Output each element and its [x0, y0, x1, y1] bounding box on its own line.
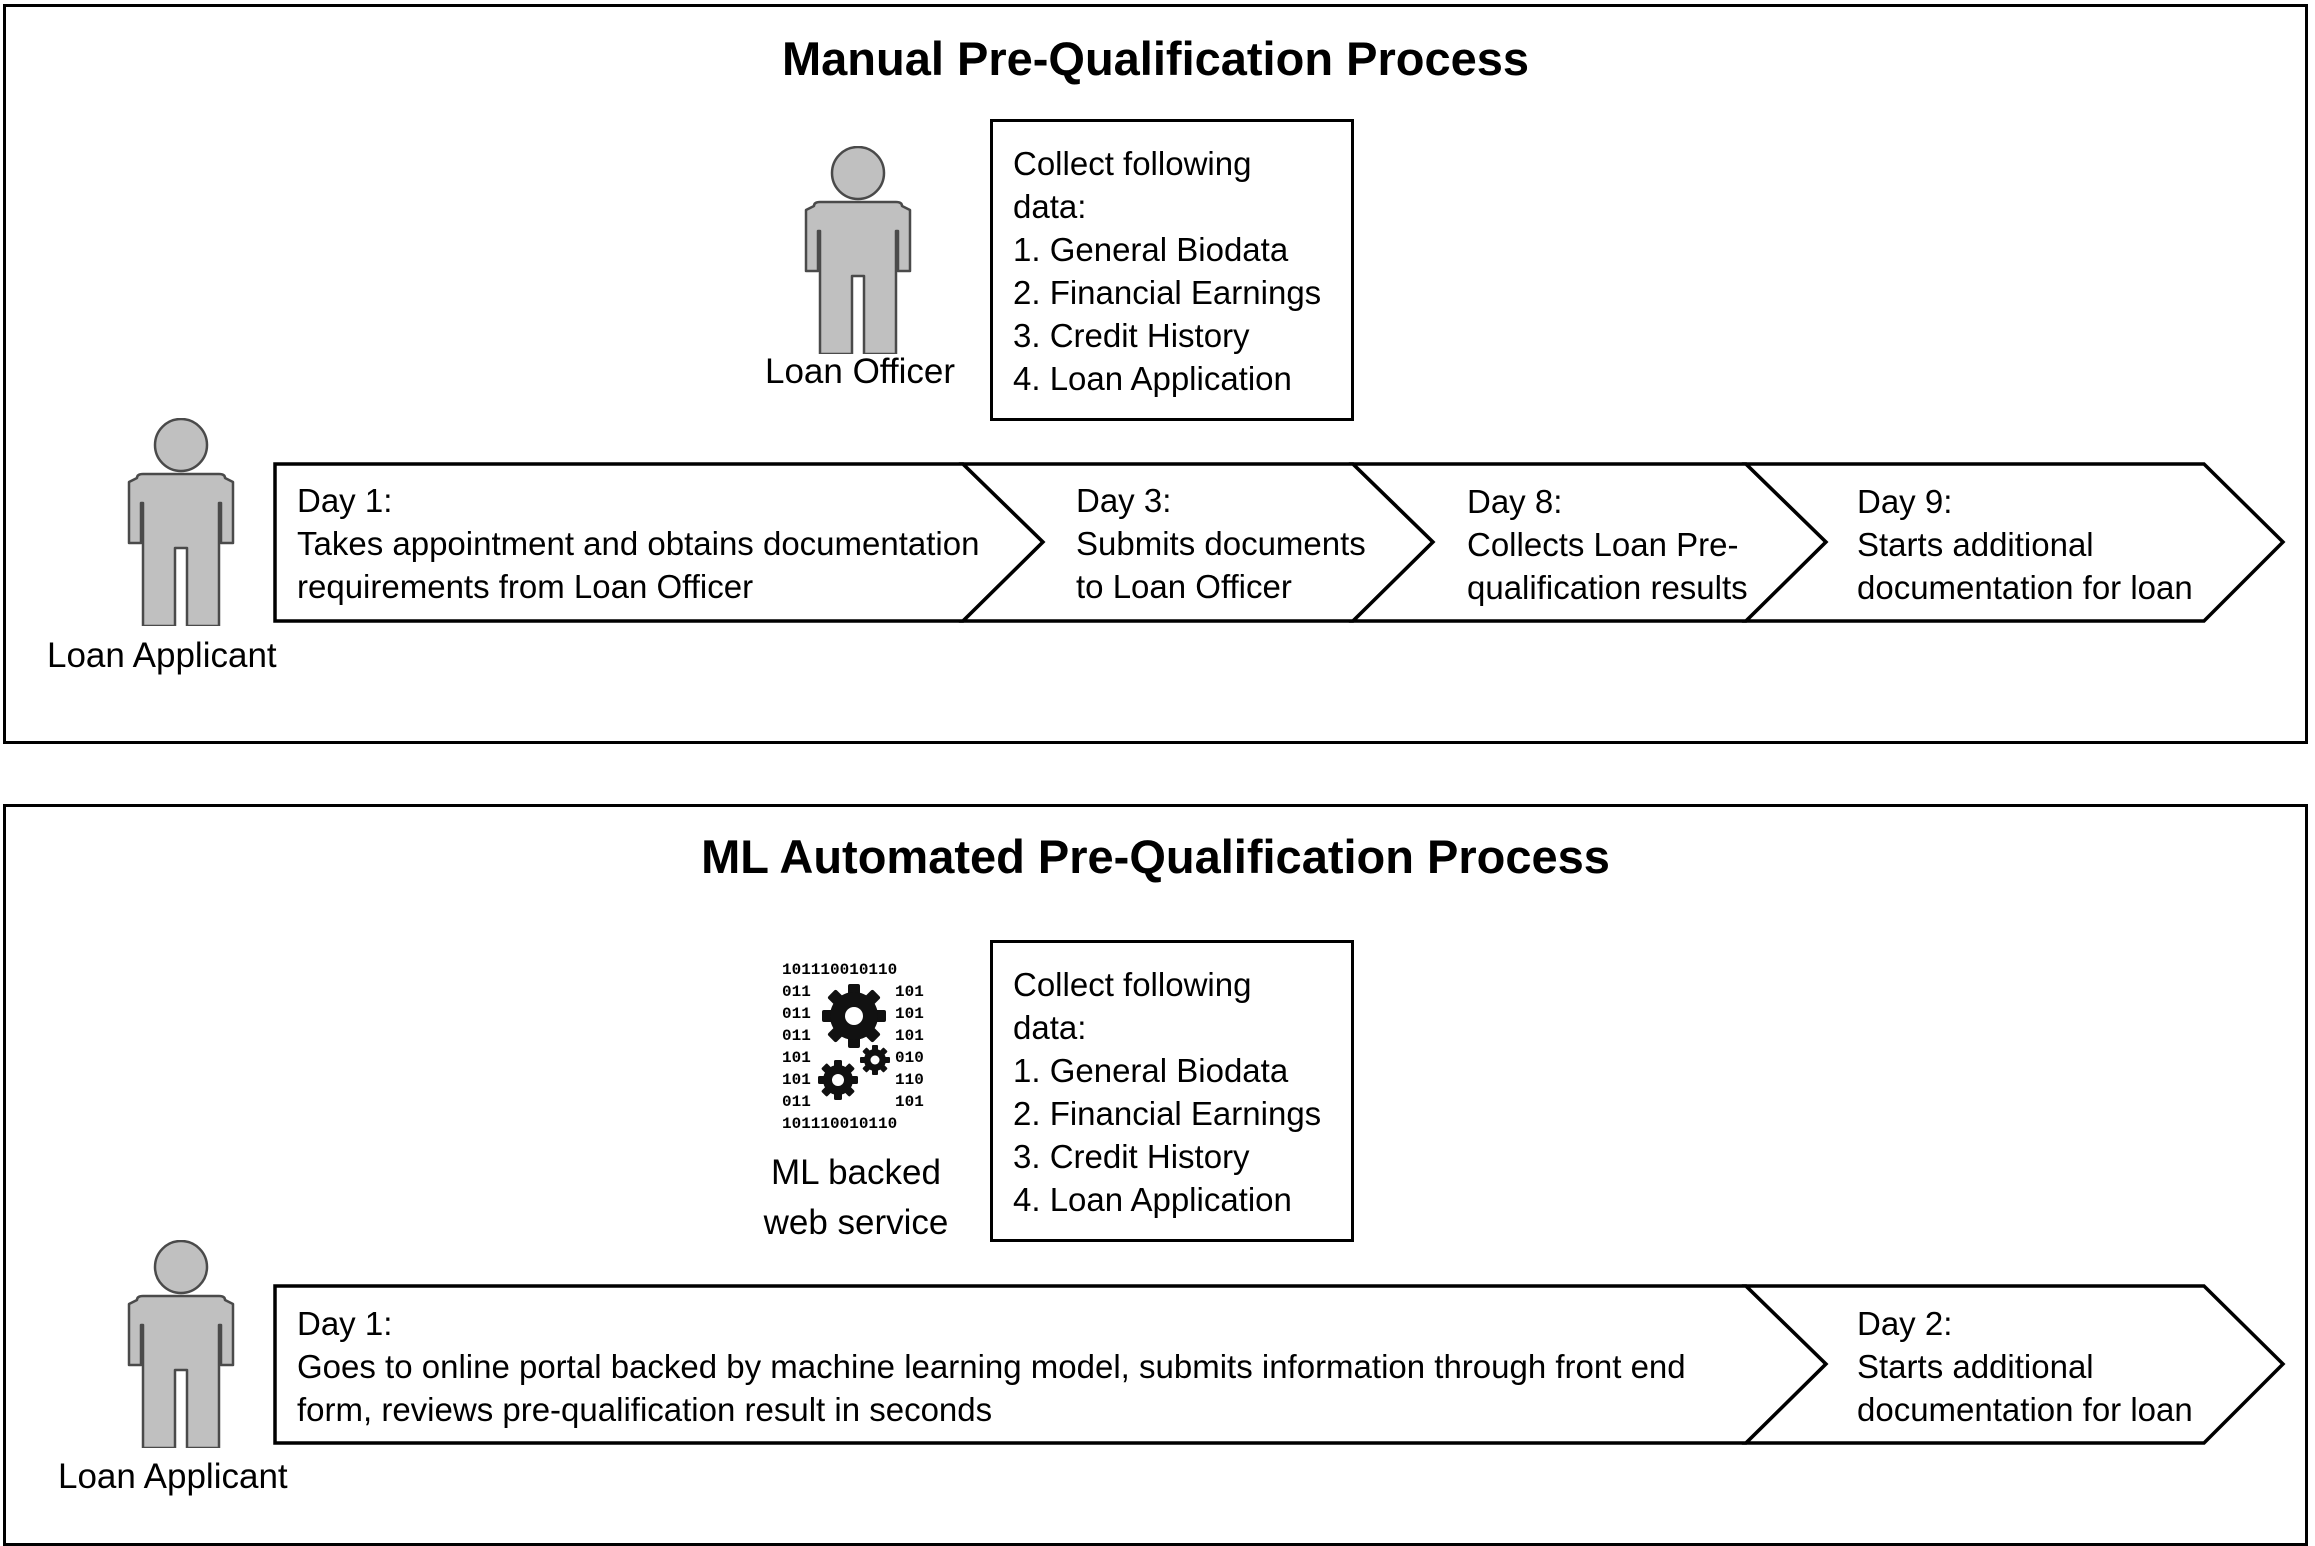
ml-service-label-line: web service — [763, 1203, 949, 1242]
svg-text:011: 011 — [782, 983, 811, 1001]
data-box-line: 1. General Biodata — [1013, 231, 1289, 268]
ml-loan-applicant-label: Loan Applicant — [58, 1457, 288, 1496]
data-box-line: 2. Financial Earnings — [1013, 1095, 1322, 1132]
svg-text:101: 101 — [895, 1005, 924, 1023]
step-description-line: documentation for loan — [1857, 569, 2193, 606]
step-description-line: documentation for loan — [1857, 1391, 2193, 1428]
step-day-label: Day 1: — [297, 1305, 393, 1342]
step-description-line: Goes to online portal backed by machine … — [297, 1348, 1686, 1385]
step-description-line: Submits documents — [1076, 525, 1366, 562]
manual-step-1-text: Day 1: Takes appointment and obtains doc… — [297, 479, 979, 608]
data-box-line: data: — [1013, 1009, 1087, 1046]
step-description-line: Starts additional — [1857, 1348, 2094, 1385]
svg-text:011: 011 — [782, 1005, 811, 1023]
manual-process-title: Manual Pre-Qualification Process — [782, 32, 1529, 85]
svg-text:101110010110: 101110010110 — [782, 961, 897, 979]
data-box-line: Collect following — [1013, 145, 1252, 182]
svg-text:011: 011 — [782, 1027, 811, 1045]
svg-text:101: 101 — [782, 1071, 811, 1089]
data-box-line: 1. General Biodata — [1013, 1052, 1289, 1089]
manual-step-4-chevron — [1741, 462, 2286, 623]
step-description-line: Starts additional — [1857, 526, 2094, 563]
svg-text:101: 101 — [895, 983, 924, 1001]
loan-officer-label: Loan Officer — [765, 352, 956, 391]
ml-data-collection-box: Collect following data: 1. General Bioda… — [990, 940, 1354, 1242]
manual-step-4-text: Day 9: Starts additional documentation f… — [1857, 480, 2193, 609]
step-description-line: requirements from Loan Officer — [297, 568, 754, 605]
ml-process-title: ML Automated Pre-Qualification Process — [701, 830, 1610, 883]
step-day-label: Day 8: — [1467, 483, 1563, 520]
loan-applicant-person-icon — [125, 418, 237, 626]
ml-service-label: ML backed web service — [736, 1148, 976, 1248]
step-description-line: to Loan Officer — [1076, 568, 1292, 605]
data-box-line: 4. Loan Application — [1013, 1181, 1292, 1218]
svg-text:010: 010 — [895, 1049, 924, 1067]
step-day-label: Day 1: — [297, 482, 393, 519]
ml-step-2-text: Day 2: Starts additional documentation f… — [1857, 1302, 2193, 1431]
svg-text:101: 101 — [895, 1027, 924, 1045]
loan-applicant-label: Loan Applicant — [47, 636, 277, 675]
data-box-line: data: — [1013, 188, 1087, 225]
step-day-label: Day 2: — [1857, 1305, 1953, 1342]
svg-text:101110010110: 101110010110 — [782, 1115, 897, 1133]
svg-text:011: 011 — [782, 1093, 811, 1111]
data-box-line: 3. Credit History — [1013, 1138, 1250, 1175]
data-box-line: 3. Credit History — [1013, 317, 1250, 354]
data-box-line: 4. Loan Application — [1013, 360, 1292, 397]
step-description-line: qualification results — [1467, 569, 1748, 606]
data-box-line: 2. Financial Earnings — [1013, 274, 1322, 311]
svg-text:101: 101 — [782, 1049, 811, 1067]
data-box-line: Collect following — [1013, 966, 1252, 1003]
step-day-label: Day 3: — [1076, 482, 1172, 519]
ml-service-label-line: ML backed — [771, 1153, 941, 1192]
ml-gears-binary-icon: 101110010110 011 101 011 101 011 101 101… — [780, 958, 932, 1138]
svg-text:110: 110 — [895, 1071, 924, 1089]
manual-step-2-text: Day 3: Submits documents to Loan Officer — [1076, 479, 1366, 608]
loan-officer-person-icon — [802, 146, 914, 354]
ml-step-1-text: Day 1: Goes to online portal backed by m… — [297, 1302, 1686, 1431]
manual-step-3-text: Day 8: Collects Loan Pre- qualification … — [1467, 480, 1748, 609]
ml-loan-applicant-person-icon — [125, 1240, 237, 1448]
manual-data-collection-box: Collect following data: 1. General Bioda… — [990, 119, 1354, 421]
step-description-line: form, reviews pre-qualification result i… — [297, 1391, 993, 1428]
svg-text:101: 101 — [895, 1093, 924, 1111]
step-description-line: Collects Loan Pre- — [1467, 526, 1739, 563]
ml-step-2-chevron — [1741, 1284, 2286, 1445]
step-description-line: Takes appointment and obtains documentat… — [297, 525, 980, 562]
step-day-label: Day 9: — [1857, 483, 1953, 520]
